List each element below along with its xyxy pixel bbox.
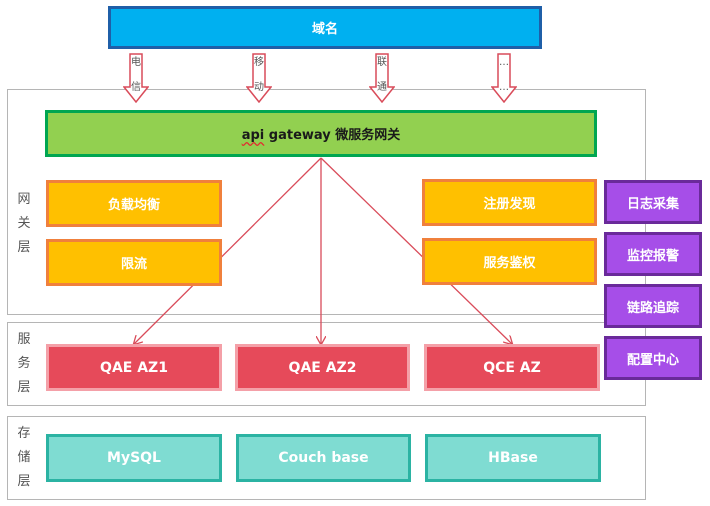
carrier-label-unicom-char-2: 通 <box>377 82 387 93</box>
api-gateway-box: api gateway 微服务网关 <box>45 110 597 157</box>
side-module-monitoring-alerts-label: 监控报警 <box>626 248 679 264</box>
gateway-layer-label: 网 关 层 <box>16 188 32 260</box>
storage-couchbase: Couch base <box>236 434 411 482</box>
side-module-config-center-label: 配置中心 <box>626 352 679 368</box>
api-gateway-label-cn: 微服务网关 <box>330 128 401 143</box>
module-rate-limiting: 限流 <box>46 239 222 286</box>
side-module-monitoring-alerts: 监控报警 <box>604 232 702 276</box>
carrier-arrow-telecom <box>123 53 149 103</box>
module-load-balancing: 负载均衡 <box>46 180 222 227</box>
side-module-tracing: 链路追踪 <box>604 284 702 328</box>
carrier-label-other-char-1: … <box>499 57 509 68</box>
module-service-discovery-label: 注册发现 <box>483 197 536 212</box>
storage-couchbase-label: Couch base <box>278 450 369 466</box>
service-qae-az1: QAE AZ1 <box>46 344 222 391</box>
side-module-config-center: 配置中心 <box>604 336 702 380</box>
carrier-label-mobile-char-1: 移 <box>254 57 264 68</box>
gateway-layer-label-char-3: 层 <box>17 240 31 255</box>
service-layer-label-char-3: 层 <box>17 380 31 395</box>
service-qae-az2-label: QAE AZ2 <box>288 359 357 376</box>
module-rate-limiting-label: 限流 <box>120 257 147 272</box>
service-qae-az1-label: QAE AZ1 <box>100 359 168 376</box>
side-module-tracing-label: 链路追踪 <box>626 300 679 316</box>
storage-hbase-label: HBase <box>488 450 538 466</box>
carrier-arrow-unicom <box>369 53 395 103</box>
storage-layer-label-char-3: 层 <box>17 474 31 489</box>
service-layer-label-char-2: 务 <box>17 356 31 371</box>
carrier-label-other-char-2: … <box>499 82 509 93</box>
module-service-auth-label: 服务鉴权 <box>483 256 536 271</box>
storage-layer-label-char-1: 存 <box>17 426 31 441</box>
module-load-balancing-label: 负载均衡 <box>107 198 160 213</box>
api-gateway-label: api gateway 微服务网关 <box>242 124 401 143</box>
carrier-label-telecom-char-1: 电 <box>131 57 141 68</box>
service-qce-az: QCE AZ <box>424 344 600 391</box>
carrier-label-telecom-char-2: 信 <box>131 82 141 93</box>
service-layer-label: 服 务 层 <box>16 328 32 400</box>
module-service-discovery: 注册发现 <box>422 179 597 226</box>
storage-mysql-label: MySQL <box>107 450 161 466</box>
carrier-label-mobile: 移 动 <box>253 50 265 100</box>
carrier-label-telecom: 电 信 <box>130 50 142 100</box>
carrier-label-unicom: 联 通 <box>376 50 388 100</box>
gateway-layer-label-char-1: 网 <box>17 192 31 207</box>
carrier-arrow-other <box>491 53 517 103</box>
carrier-arrow-mobile <box>246 53 272 103</box>
service-qae-az2: QAE AZ2 <box>235 344 410 391</box>
domain-label: 域名 <box>311 22 338 37</box>
service-layer-label-char-1: 服 <box>17 332 31 347</box>
carrier-label-mobile-char-2: 动 <box>254 82 264 93</box>
domain-box: 域名 <box>108 6 542 49</box>
gateway-layer-label-char-2: 关 <box>17 216 31 231</box>
storage-hbase: HBase <box>425 434 601 482</box>
storage-layer-label: 存 储 层 <box>16 422 32 494</box>
carrier-label-unicom-char-1: 联 <box>377 57 387 68</box>
storage-layer-label-char-2: 储 <box>17 450 31 465</box>
side-module-log-collection-label: 日志采集 <box>626 196 679 212</box>
storage-mysql: MySQL <box>46 434 222 482</box>
carrier-label-other: … … <box>498 50 510 100</box>
api-gateway-label-gateway: gateway <box>264 128 331 143</box>
service-qce-az-label: QCE AZ <box>483 359 541 376</box>
side-module-log-collection: 日志采集 <box>604 180 702 224</box>
api-gateway-label-api: api <box>241 128 265 143</box>
module-service-auth: 服务鉴权 <box>422 238 597 285</box>
